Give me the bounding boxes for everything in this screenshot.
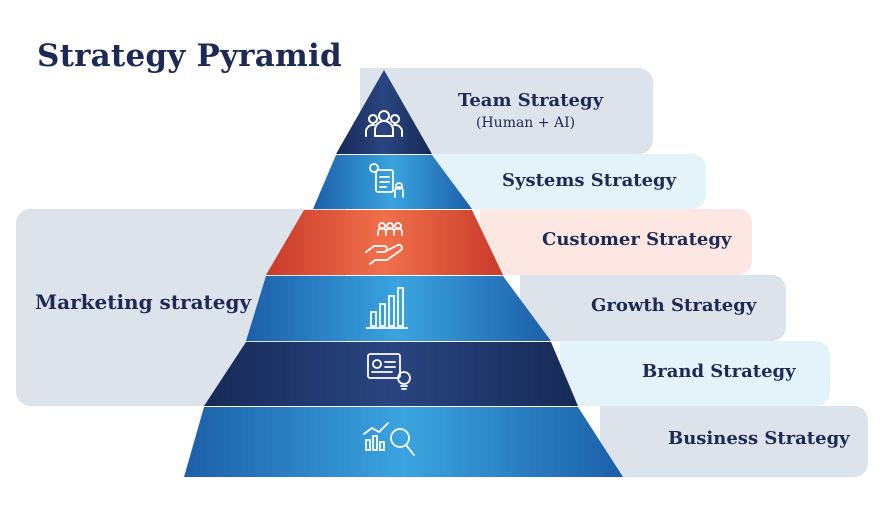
customer-strategy-label: Customer Strategy bbox=[542, 229, 732, 250]
pyramid-level-customer bbox=[266, 210, 503, 275]
marketing-strategy-label: Marketing strategy bbox=[35, 290, 252, 314]
band-business bbox=[600, 406, 868, 477]
chart-magnifier-icon bbox=[363, 422, 415, 456]
page-title: Strategy Pyramid bbox=[37, 38, 342, 74]
band-brand bbox=[560, 341, 830, 406]
team-icon bbox=[365, 110, 403, 137]
pyramid-level-business bbox=[184, 407, 623, 477]
team-strategy-label: Team Strategy bbox=[458, 90, 604, 111]
business-strategy-label: Business Strategy bbox=[668, 428, 850, 449]
brand-strategy-label: Brand Strategy bbox=[642, 361, 796, 382]
presentation-lightbulb-icon bbox=[367, 353, 411, 390]
band-customer bbox=[480, 209, 752, 275]
band-systems bbox=[430, 154, 706, 209]
band-growth bbox=[520, 275, 786, 341]
team-strategy-sublabel: (Human + AI) bbox=[476, 115, 576, 131]
hand-with-people-icon bbox=[365, 222, 403, 265]
bar-chart-icon bbox=[366, 287, 408, 329]
systems-document-gear-icon bbox=[369, 163, 404, 198]
systems-strategy-label: Systems Strategy bbox=[502, 170, 677, 191]
growth-strategy-label: Growth Strategy bbox=[591, 295, 757, 316]
pyramid-level-brand bbox=[204, 342, 578, 406]
